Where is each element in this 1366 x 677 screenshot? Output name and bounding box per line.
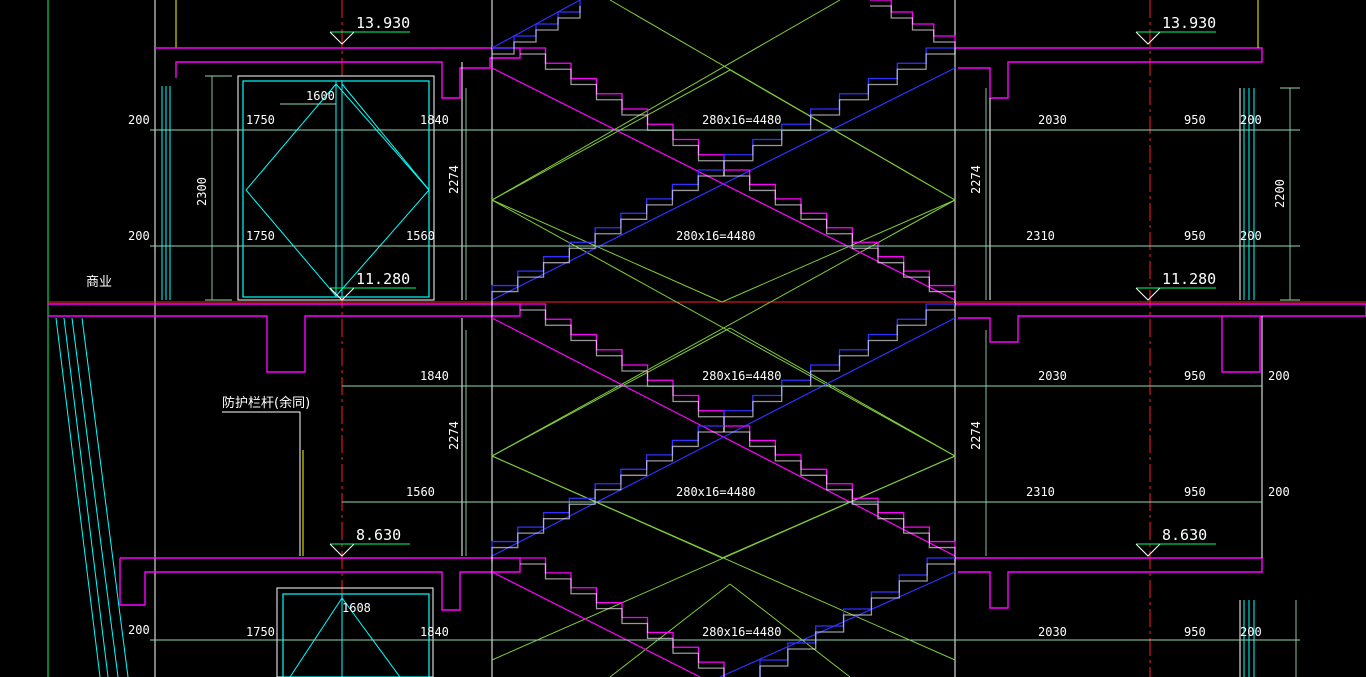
level-middle-right: 11.280 bbox=[1162, 270, 1216, 288]
dim-run-e: 280x16=4480 bbox=[702, 625, 781, 639]
dim-1608: 1608 bbox=[342, 601, 371, 615]
dim-run-d: 280x16=4480 bbox=[676, 485, 755, 499]
dim-200-f: 200 bbox=[1268, 485, 1290, 499]
dim-1750-c: 1750 bbox=[246, 625, 275, 639]
dim-200-d: 200 bbox=[1240, 229, 1262, 243]
dim-run-c: 280x16=4480 bbox=[702, 369, 781, 383]
dim-2030-b: 2030 bbox=[1038, 369, 1067, 383]
dimension-lines bbox=[150, 75, 1300, 677]
dim-1750-a: 1750 bbox=[246, 113, 275, 127]
dim-200-e: 200 bbox=[1268, 369, 1290, 383]
floor-slabs bbox=[48, 47, 1366, 611]
level-middle-left: 11.280 bbox=[356, 270, 410, 288]
level-top-left: 13.930 bbox=[356, 14, 410, 32]
railing-leader bbox=[222, 411, 304, 556]
lower-door bbox=[276, 587, 434, 677]
dim-2030-c: 2030 bbox=[1038, 625, 1067, 639]
flight-down-2b bbox=[724, 425, 956, 556]
dim-2310-a: 2310 bbox=[1026, 229, 1055, 243]
upper-door bbox=[237, 75, 435, 301]
dim-200-b: 200 bbox=[1240, 113, 1262, 127]
flight-down-1a-edge bbox=[520, 53, 725, 176]
dim-1600: 1600 bbox=[306, 89, 335, 103]
flight-up-0-edge bbox=[492, 6, 581, 55]
flight-up-1a-edge bbox=[723, 53, 955, 176]
level-top-right: 13.930 bbox=[1162, 14, 1216, 32]
left-border-lines bbox=[47, 0, 177, 677]
flight-up-1b-edge bbox=[491, 175, 724, 306]
flight-up-2b bbox=[491, 425, 724, 556]
flight-up-3a-edge bbox=[759, 563, 955, 677]
flight-up-2a-edge bbox=[723, 309, 955, 432]
dim-2030-a: 2030 bbox=[1038, 113, 1067, 127]
flight-down-2a-edge bbox=[520, 309, 725, 432]
dim-2300: 2300 bbox=[195, 177, 209, 206]
railing-note: 防护栏杆(余同) bbox=[222, 395, 310, 411]
dim-200-c: 200 bbox=[128, 229, 150, 243]
dim-200-a: 200 bbox=[128, 113, 150, 127]
level-bottom-right: 8.630 bbox=[1162, 526, 1207, 544]
dim-2310-b: 2310 bbox=[1026, 485, 1055, 499]
level-markers bbox=[329, 31, 1216, 557]
flight-down-2b-edge bbox=[724, 431, 956, 562]
dim-1750-b: 1750 bbox=[246, 229, 275, 243]
flight-up-2b-edge bbox=[491, 431, 724, 562]
landing-cross-lines bbox=[491, 0, 956, 677]
stair-steps bbox=[491, 0, 956, 677]
dim-2274-c: 2274 bbox=[447, 421, 461, 450]
dim-950-c: 950 bbox=[1184, 369, 1206, 383]
ramp-lines bbox=[55, 317, 129, 677]
dim-950-e: 950 bbox=[1184, 625, 1206, 639]
flight-down-0-edge bbox=[870, 5, 956, 54]
dim-950-d: 950 bbox=[1184, 485, 1206, 499]
flight-down-3a-edge bbox=[520, 563, 725, 677]
dim-run-a: 280x16=4480 bbox=[702, 113, 781, 127]
flight-up-1b bbox=[491, 169, 724, 300]
zone-label: 商业 bbox=[86, 275, 112, 290]
flight-down-1b bbox=[724, 169, 956, 300]
dim-1840-b: 1840 bbox=[420, 369, 449, 383]
level-bottom-left: 8.630 bbox=[356, 526, 401, 544]
dim-950-b: 950 bbox=[1184, 229, 1206, 243]
flight-down-1b-edge bbox=[724, 175, 956, 306]
window-columns bbox=[161, 0, 1263, 677]
dim-1840-a: 1840 bbox=[420, 113, 449, 127]
dim-200-g: 200 bbox=[128, 623, 150, 637]
dim-1560-b: 1560 bbox=[406, 485, 435, 499]
dim-2200: 2200 bbox=[1273, 179, 1287, 208]
dim-2274-b: 2274 bbox=[969, 165, 983, 194]
dim-2274-a: 2274 bbox=[447, 165, 461, 194]
dim-1840-c: 1840 bbox=[420, 625, 449, 639]
dim-2274-d: 2274 bbox=[969, 421, 983, 450]
dim-run-b: 280x16=4480 bbox=[676, 229, 755, 243]
dim-950-a: 950 bbox=[1184, 113, 1206, 127]
axis-lines bbox=[48, 0, 1366, 677]
dim-200-h: 200 bbox=[1240, 625, 1262, 639]
dim-1560-a: 1560 bbox=[406, 229, 435, 243]
